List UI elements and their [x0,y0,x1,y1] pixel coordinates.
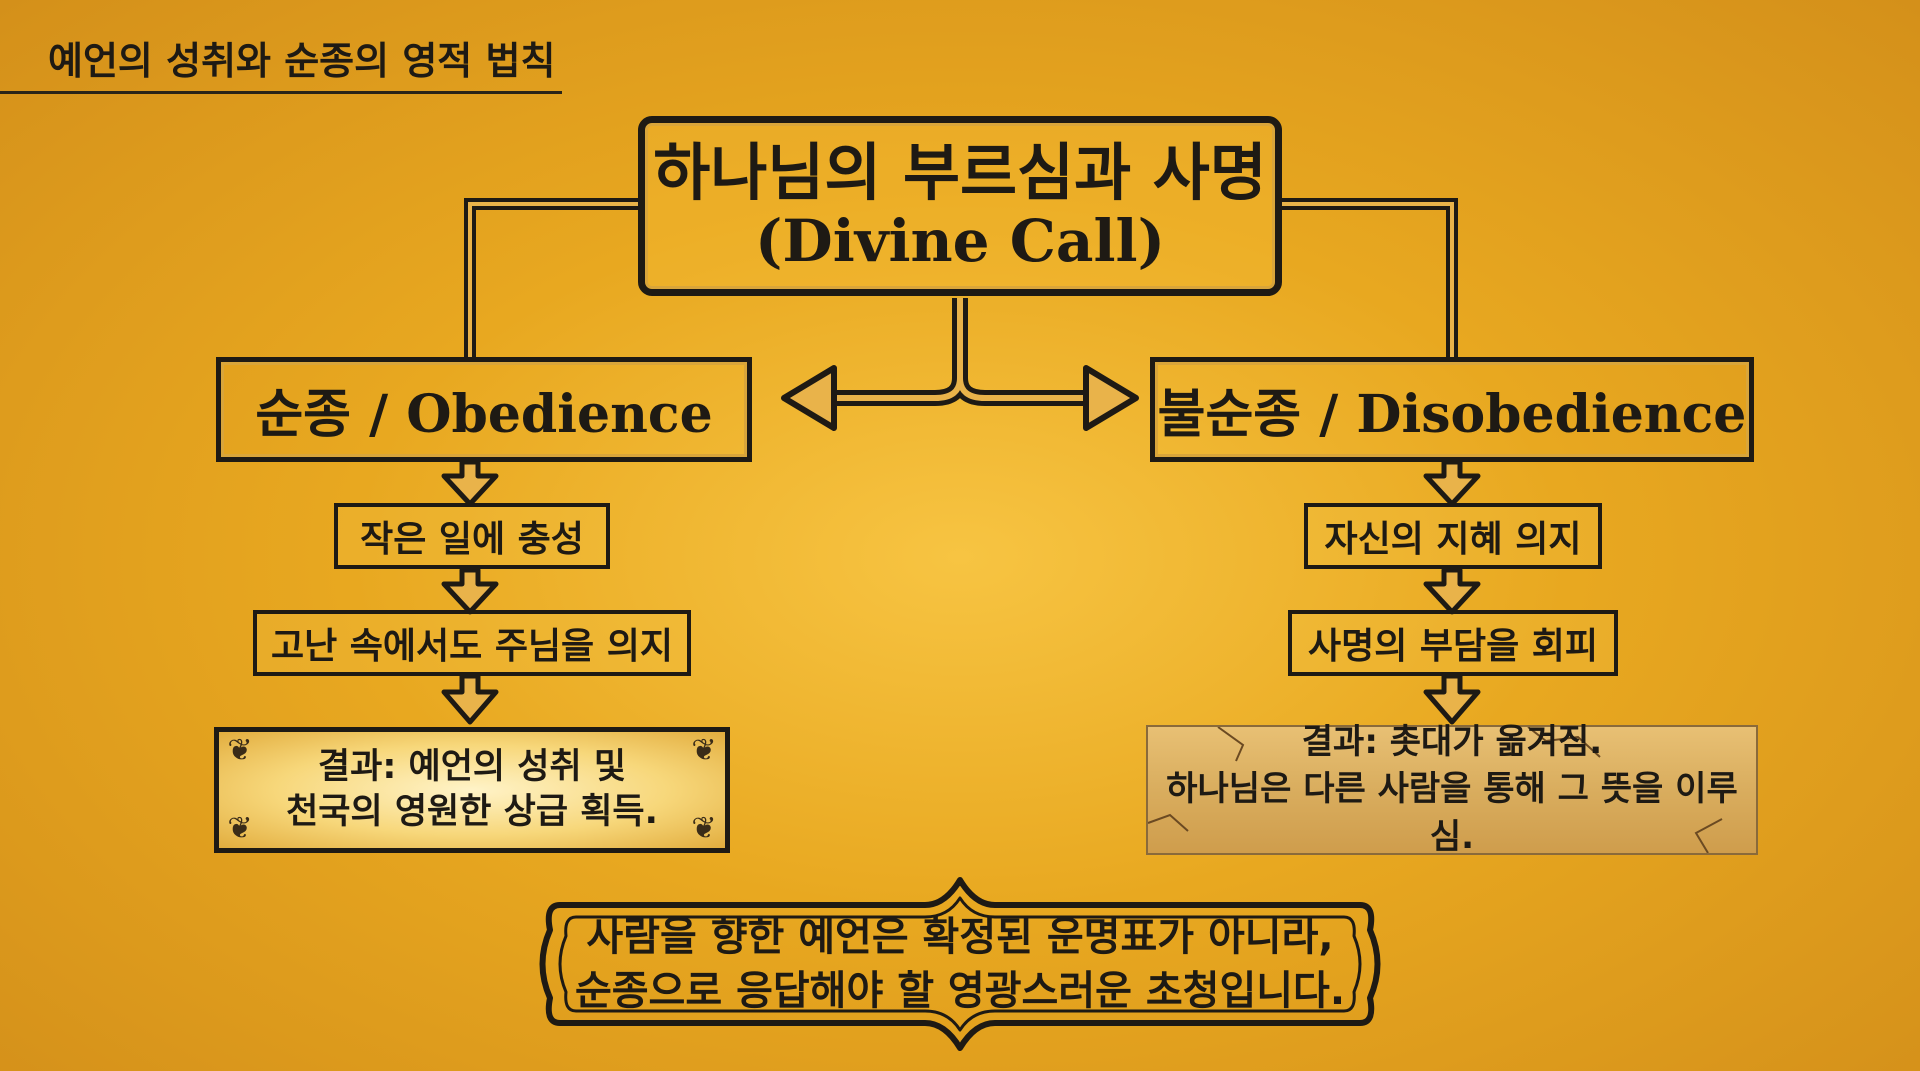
disobedience-label: 불순종 / Disobedience [1157,384,1747,445]
ornament-icon: ❦ [227,811,253,846]
disobedience-branch-box: 불순종 / Disobedience [1150,357,1754,462]
down-arrow-icon [441,567,499,615]
ornament-icon: ❦ [691,733,717,768]
step-label: 사명의 부담을 회피 [1307,626,1599,667]
disobedience-result-line1: 결과: 촛대가 옮겨짐. [1301,721,1603,762]
disobedience-step-2: 사명의 부담을 회피 [1288,610,1618,676]
bottom-conclusion: 사람을 향한 예언은 확정된 운명표가 아니라, 순종으로 응답해야 할 영광스… [560,890,1360,1038]
bottom-ornate-frame [539,877,1381,1051]
disobedience-result-line2: 하나님은 다른 사람을 통해 그 뜻을 이루심. [1166,769,1738,857]
ornament-icon: ❦ [691,811,717,846]
main-title: 하나님의 부르심과 사명 [653,136,1267,209]
fork-arrow-right-icon [1083,365,1139,431]
obedience-step-2: 고난 속에서도 주님을 의지 [253,610,691,676]
down-arrow-icon [1423,459,1481,507]
main-subtitle: (Divine Call) [754,207,1166,276]
down-arrow-icon [441,459,499,507]
obedience-label: 순종 / Obedience [255,384,713,445]
step-label: 자신의 지혜 의지 [1324,519,1582,560]
main-call-box: 하나님의 부르심과 사명 (Divine Call) [638,116,1282,296]
right-connector-line [1282,198,1458,357]
obedience-result-box: ❦ ❦ ❦ ❦ 결과: 예언의 성취 및 천국의 영원한 상급 획득. [214,727,730,853]
obedience-result-line1: 결과: 예언의 성취 및 [317,746,627,787]
conclusion-line2: 순종으로 응답해야 할 영광스러운 초청입니다. [574,968,1346,1014]
obedience-branch-box: 순종 / Obedience [216,357,752,462]
down-arrow-icon [1423,673,1481,725]
obedience-result-line2: 천국의 영원한 상급 획득. [286,792,658,832]
disobedience-step-1: 자신의 지혜 의지 [1304,503,1602,569]
title-underline [0,91,562,94]
conclusion-line1: 사람을 향한 예언은 확정된 운명표가 아니라, [586,914,1334,960]
central-fork [830,298,1090,406]
step-label: 작은 일에 충성 [360,519,584,560]
left-connector-line [464,198,638,357]
obedience-step-1: 작은 일에 충성 [334,503,610,569]
crack-texture-icon [1148,727,1723,853]
fork-arrow-left-icon [781,365,837,431]
ornament-icon: ❦ [227,733,253,768]
down-arrow-icon [441,673,499,725]
disobedience-result-box: 결과: 촛대가 옮겨짐. 하나님은 다른 사람을 통해 그 뜻을 이루심. [1148,722,1756,857]
down-arrow-icon [1423,567,1481,615]
step-label: 고난 속에서도 주님을 의지 [271,626,673,667]
page-title: 예언의 성취와 순종의 영적 법칙 [48,39,556,83]
